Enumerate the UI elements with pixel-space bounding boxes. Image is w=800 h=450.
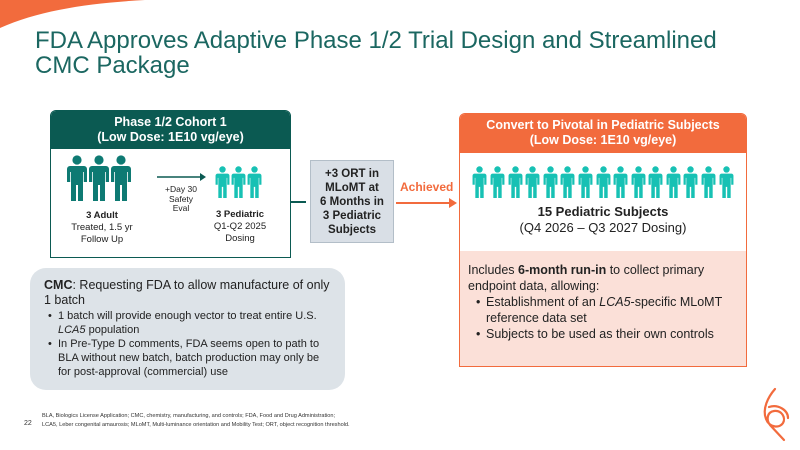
pediatric-dosing: Dosing [225,233,255,244]
intro-text: Includes [468,263,519,277]
run-in-intro: Includes 6-month run-in to collect prima… [468,262,738,294]
intro-text: to collect primary endpoint data, allowi… [468,263,705,293]
person-icon [231,166,246,198]
person-icon [111,155,131,201]
pivotal-header: Convert to Pivotal in Pediatric Subjects… [460,114,746,153]
ort-line: Subjects [328,224,376,236]
cmc-text: : Requesting FDA to allow manufacture of… [44,278,330,307]
adult-treated: Treated, 1.5 yr [71,222,133,233]
person-icon [67,155,87,201]
bullet-italic: LCA5 [58,324,86,336]
cohort-header-title: Phase 1/2 Cohort 1 [114,115,227,129]
pivotal-header-dose: (Low Dose: 1E10 vg/eye) [529,133,677,147]
bullet-text: -specific MLoMT reference data set [486,295,723,325]
decorative-swoosh [0,0,145,28]
connector-line [291,201,306,203]
safety-eval-line3: Eval [172,203,190,213]
bullet-text: population [85,324,140,336]
bullet-text: Establishment of an [486,295,600,309]
person-icon [543,166,558,198]
person-icon [472,166,487,198]
pivotal-subjects-section: 15 Pediatric Subjects (Q4 2026 – Q3 2027… [460,153,746,251]
ort-line: 6 Months in [320,196,384,208]
phase-1-2-cohort-box: Phase 1/2 Cohort 1 (Low Dose: 1E10 vg/ey… [50,110,291,258]
bullet-text: 1 batch will provide enough vector to tr… [58,310,317,322]
adult-count: 3 Adult [86,210,118,221]
person-icon [719,166,734,198]
safety-eval-day: +Day 30 [165,184,197,194]
cmc-bold: CMC [44,278,73,292]
cmc-intro: CMC: Requesting FDA to allow manufacture… [44,278,331,308]
cmc-note-box: CMC: Requesting FDA to allow manufacture… [30,268,345,390]
intro-bold: 6-month run-in [518,263,607,277]
person-icon [525,166,540,198]
pivotal-pediatric-box: Convert to Pivotal in Pediatric Subjects… [459,113,747,367]
person-icon [490,166,505,198]
bullet-item: In Pre-Type D comments, FDA seems open t… [44,337,331,379]
person-icon [648,166,663,198]
pivotal-header-title: Convert to Pivotal in Pediatric Subjects [486,118,720,132]
subjects-dates: (Q4 2026 – Q3 2027 Dosing) [519,220,687,235]
page-title: FDA Approves Adaptive Phase 1/2 Trial De… [35,27,717,79]
bullet-item: Subjects to be used as their own control… [468,326,738,342]
footnote-line-1: BLA, Biologics License Application; CMC,… [42,413,336,419]
pediatric-people-icons [215,166,262,203]
adult-caption: 3 Adult Treated, 1.5 yr Follow Up [55,210,149,246]
person-icon [578,166,593,198]
safety-eval-line2: Safety [168,193,194,204]
achieved-arrow-icon [396,198,457,208]
ort-result-box: +3 ORT in MLoMT at 6 Months in 3 Pediatr… [310,160,394,243]
person-icon [560,166,575,198]
pediatric-subject-icons [460,153,746,200]
subjects-title: 15 Pediatric Subjects [537,204,669,219]
cohort-header-dose: (Low Dose: 1E10 vg/eye) [97,130,244,144]
person-icon [666,166,681,198]
pediatric-count: 3 Pediatric [215,209,265,220]
person-icon [683,166,698,198]
achieved-label: Achieved [400,180,454,194]
person-icon [247,166,262,198]
footnote-line-2: LCA5, Leber congenital amaurosis; MLoMT,… [42,422,350,428]
person-icon [631,166,646,198]
adult-follow-up: Follow Up [80,234,124,245]
adult-people-icons [67,155,131,206]
pediatric-caption: 3 Pediatric Q1-Q2 2025 Dosing [201,209,279,245]
ort-line: MLoMT at [325,182,379,194]
pediatric-quarters: Q1-Q2 2025 [213,221,267,232]
ort-line: +3 ORT in [325,168,379,180]
arrow-icon [157,173,206,181]
bullet-italic: LCA5 [599,295,631,309]
company-logo [763,387,790,442]
person-icon [596,166,611,198]
bullet-item: 1 batch will provide enough vector to tr… [44,309,331,337]
bullet-item: Establishment of an LCA5-specific MLoMT … [468,294,738,326]
run-in-description: Includes 6-month run-in to collect prima… [460,251,746,366]
cohort-header: Phase 1/2 Cohort 1 (Low Dose: 1E10 vg/ey… [51,111,290,149]
person-icon [89,155,109,201]
person-icon [215,166,230,198]
person-icon [613,166,628,198]
ort-line: 3 Pediatric [322,210,382,222]
person-icon [701,166,716,198]
person-icon [508,166,523,198]
page-number: 22 [24,420,32,427]
